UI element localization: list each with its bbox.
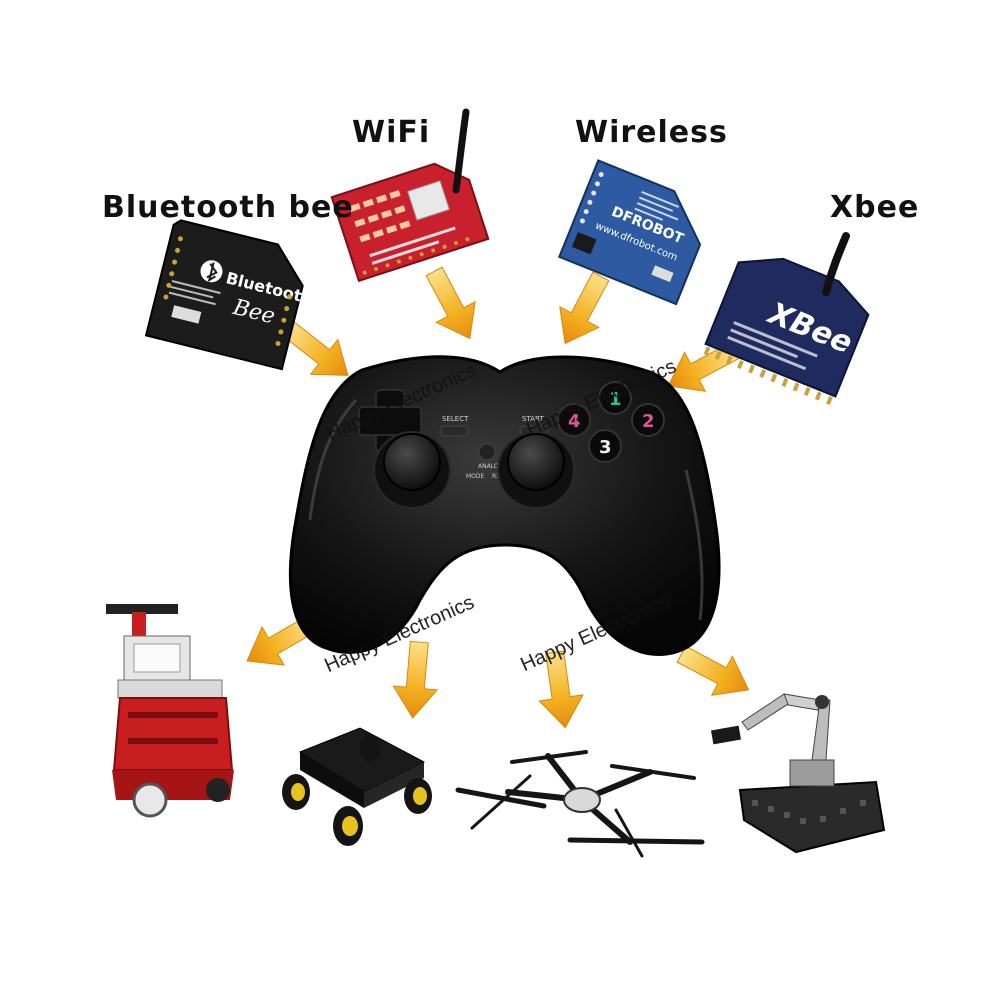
mode-label: MODE bbox=[466, 473, 485, 480]
propeller-right bbox=[610, 764, 696, 780]
right-stick bbox=[507, 433, 565, 491]
label-wifi: WiFi bbox=[352, 115, 431, 150]
wifi-board bbox=[330, 162, 490, 283]
car-wheel-fr bbox=[333, 806, 363, 846]
robot-platform bbox=[106, 604, 234, 818]
car-wheel-rl bbox=[360, 734, 380, 762]
propeller-top bbox=[510, 750, 588, 764]
label-xbee: Xbee bbox=[830, 190, 920, 225]
propeller-bottom bbox=[567, 808, 705, 858]
mode-button bbox=[478, 443, 496, 461]
bluetooth-bee-board: Bluetooth Bee bbox=[144, 219, 315, 371]
label-wireless: Wireless bbox=[575, 115, 728, 150]
face-button-1 bbox=[598, 381, 632, 415]
wifi-antenna bbox=[452, 108, 470, 194]
arm-gripper bbox=[710, 725, 742, 745]
tank-robot-arm bbox=[710, 693, 886, 854]
xbee-board: XBee bbox=[703, 257, 870, 405]
face-button-3 bbox=[588, 429, 622, 463]
car-wheel-fl bbox=[282, 774, 310, 810]
left-stick bbox=[383, 433, 441, 491]
car-wheel-rr bbox=[404, 778, 432, 814]
xbee-antenna bbox=[822, 232, 850, 296]
robot-wheel-right bbox=[206, 778, 230, 802]
label-bluetooth-bee: Bluetooth bee bbox=[102, 190, 354, 225]
propeller-left bbox=[455, 774, 547, 830]
face-button-2 bbox=[631, 403, 665, 437]
face-label-1: 1 bbox=[609, 389, 622, 410]
arrow-pad-to-car bbox=[390, 639, 442, 721]
quadcopter bbox=[455, 750, 705, 858]
face-label-4: 4 bbox=[568, 411, 581, 432]
robot-wheel-left bbox=[132, 782, 168, 818]
select-button bbox=[439, 425, 469, 437]
wireless-board: DFROBOT www.dfrobot.com bbox=[557, 159, 702, 306]
face-button-4 bbox=[557, 403, 591, 437]
rx-label: RX bbox=[492, 473, 500, 480]
face-label-2: 2 bbox=[642, 411, 655, 432]
arrow-wireless-to-pad bbox=[545, 265, 621, 355]
select-label: SELECT bbox=[442, 415, 469, 423]
start-label: START bbox=[522, 415, 544, 423]
gamepad: SELECT START ANALOG MODE RX 1 2 3 4 bbox=[288, 355, 721, 656]
face-label-3: 3 bbox=[599, 437, 612, 458]
car-chassis bbox=[282, 727, 432, 846]
analog-label: ANALOG bbox=[478, 463, 504, 470]
arrow-wifi-to-pad bbox=[414, 260, 490, 350]
